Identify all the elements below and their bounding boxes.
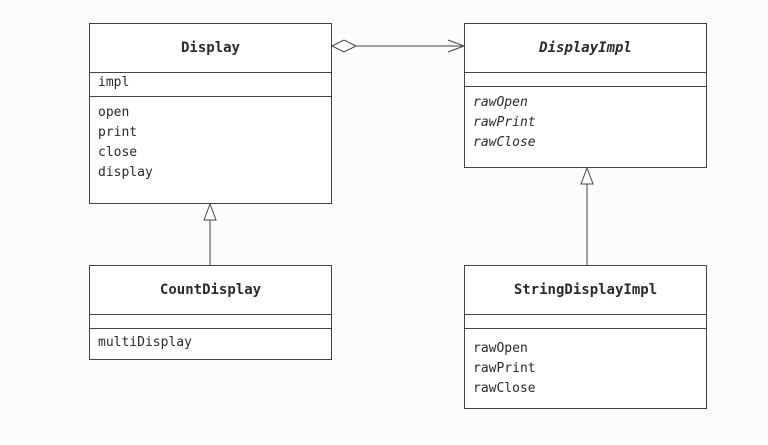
class-string-display-impl: StringDisplayImpl rawOpen rawPrint rawCl…	[464, 265, 707, 409]
operation: rawPrint	[473, 115, 536, 130]
operation: close	[98, 145, 138, 160]
operations-compartment: multiDisplay	[90, 329, 331, 357]
operation: open	[98, 105, 130, 120]
operation: display	[98, 165, 153, 180]
attributes-compartment: impl	[90, 73, 331, 97]
class-name: CountDisplay	[90, 266, 331, 315]
class-name: DisplayImpl	[465, 24, 706, 73]
operation: rawPrint	[473, 361, 536, 376]
class-name: StringDisplayImpl	[465, 266, 706, 315]
class-count-display: CountDisplay multiDisplay	[89, 265, 332, 360]
operation: multiDisplay	[98, 335, 192, 350]
operation: rawClose	[473, 135, 536, 150]
operations-compartment: rawOpen rawPrint rawClose	[465, 329, 706, 403]
attributes-compartment	[465, 315, 706, 329]
operations-compartment: rawOpen rawPrint rawClose	[465, 87, 706, 157]
operation: rawOpen	[473, 341, 528, 356]
class-display-impl: DisplayImpl rawOpen rawPrint rawClose	[464, 23, 707, 168]
generalization-triangle-count-display	[203, 202, 217, 221]
attributes-compartment	[90, 315, 331, 329]
attributes-compartment	[465, 73, 706, 87]
class-display: Display impl open print close display	[89, 23, 332, 204]
class-name: Display	[90, 24, 331, 73]
aggregation-diamond	[330, 39, 358, 53]
generalization-triangle-string-display-impl	[580, 166, 594, 185]
operations-compartment: open print close display	[90, 97, 331, 187]
attribute: impl	[98, 75, 130, 90]
operation: rawOpen	[473, 95, 528, 110]
operation: print	[98, 125, 138, 140]
operation: rawClose	[473, 381, 536, 396]
